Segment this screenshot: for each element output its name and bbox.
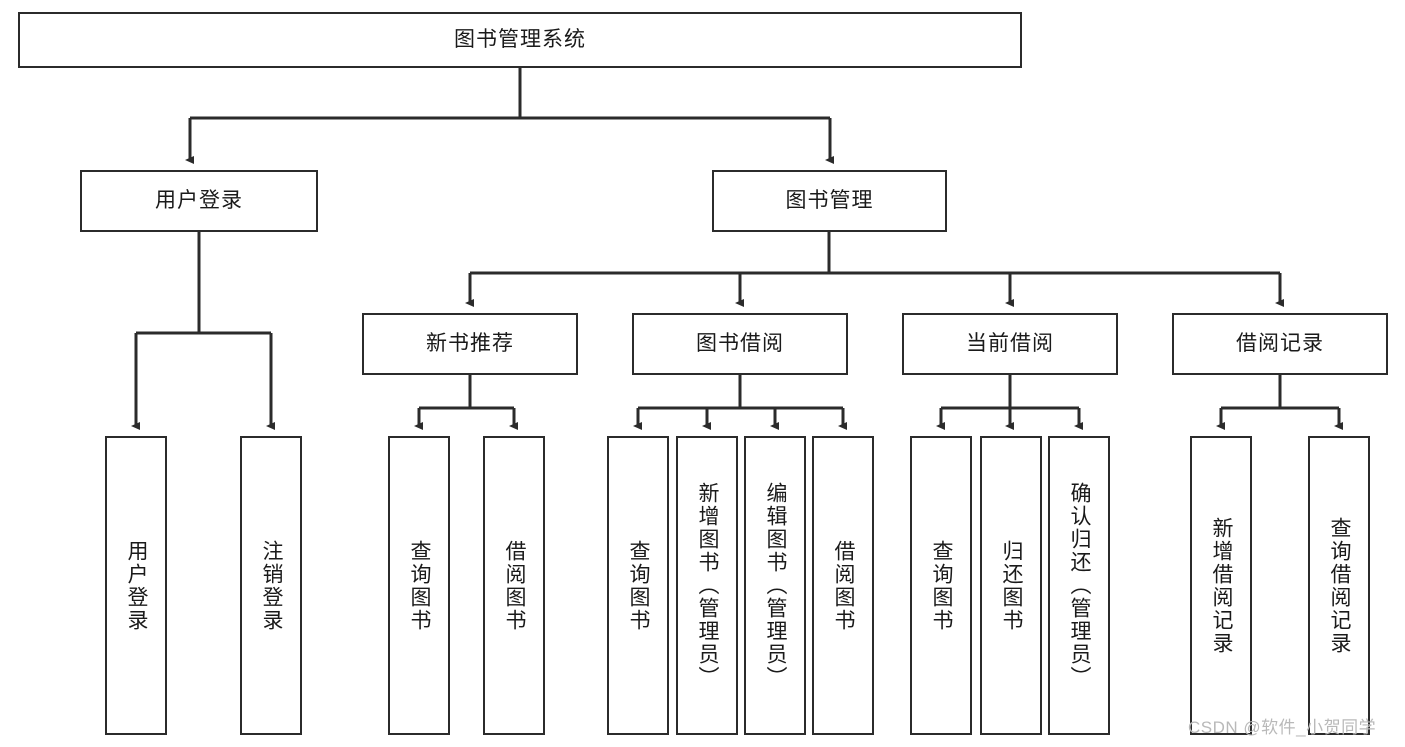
node-leaf-query-book-borrow[interactable]: 查询图书 (607, 436, 669, 735)
node-leaf-add-borrow-record-label: 新增借阅记录 (1210, 516, 1234, 655)
node-leaf-logout-label: 注销登录 (260, 539, 284, 632)
node-leaf-query-book-recommend[interactable]: 查询图书 (388, 436, 450, 735)
watermark-text: CSDN @软件_小贺同学 (1188, 718, 1377, 737)
node-leaf-add-book-admin[interactable]: 新增图书（管理员） (676, 436, 738, 735)
node-leaf-confirm-return-admin-label: 确认归还（管理员） (1068, 482, 1092, 689)
node-leaf-query-borrow-record-label: 查询借阅记录 (1328, 516, 1352, 655)
node-leaf-query-book-current-label: 查询图书 (930, 539, 954, 632)
node-leaf-borrow-book-recommend-label: 借阅图书 (503, 539, 527, 632)
node-root-label: 图书管理系统 (454, 28, 586, 52)
node-leaf-borrow-book-label: 借阅图书 (832, 539, 856, 632)
node-leaf-user-login[interactable]: 用户登录 (105, 436, 167, 735)
node-new-book-recommend-label: 新书推荐 (426, 332, 514, 356)
node-leaf-borrow-book[interactable]: 借阅图书 (812, 436, 874, 735)
node-book-borrow-label: 图书借阅 (696, 332, 784, 356)
node-borrow-record-label: 借阅记录 (1236, 332, 1324, 356)
node-leaf-query-book-recommend-label: 查询图书 (408, 539, 432, 632)
node-new-book-recommend[interactable]: 新书推荐 (362, 313, 578, 375)
node-root[interactable]: 图书管理系统 (18, 12, 1022, 68)
node-current-borrow[interactable]: 当前借阅 (902, 313, 1118, 375)
node-leaf-query-borrow-record[interactable]: 查询借阅记录 (1308, 436, 1370, 735)
node-leaf-borrow-book-recommend[interactable]: 借阅图书 (483, 436, 545, 735)
node-book-management[interactable]: 图书管理 (712, 170, 947, 232)
node-leaf-query-book-current[interactable]: 查询图书 (910, 436, 972, 735)
node-leaf-edit-book-admin-label: 编辑图书（管理员） (764, 482, 788, 689)
node-current-borrow-label: 当前借阅 (966, 332, 1054, 356)
node-leaf-confirm-return-admin[interactable]: 确认归还（管理员） (1048, 436, 1110, 735)
node-leaf-return-book-label: 归还图书 (1000, 539, 1024, 632)
node-leaf-return-book[interactable]: 归还图书 (980, 436, 1042, 735)
node-user-login[interactable]: 用户登录 (80, 170, 318, 232)
node-book-borrow[interactable]: 图书借阅 (632, 313, 848, 375)
node-leaf-add-book-admin-label: 新增图书（管理员） (696, 482, 720, 689)
node-user-login-label: 用户登录 (155, 189, 243, 213)
node-book-management-label: 图书管理 (785, 189, 874, 213)
node-leaf-add-borrow-record[interactable]: 新增借阅记录 (1190, 436, 1252, 735)
node-borrow-record[interactable]: 借阅记录 (1172, 313, 1388, 375)
node-leaf-query-book-borrow-label: 查询图书 (627, 539, 651, 632)
node-leaf-logout[interactable]: 注销登录 (240, 436, 302, 735)
node-leaf-user-login-label: 用户登录 (125, 539, 149, 632)
node-leaf-edit-book-admin[interactable]: 编辑图书（管理员） (744, 436, 806, 735)
